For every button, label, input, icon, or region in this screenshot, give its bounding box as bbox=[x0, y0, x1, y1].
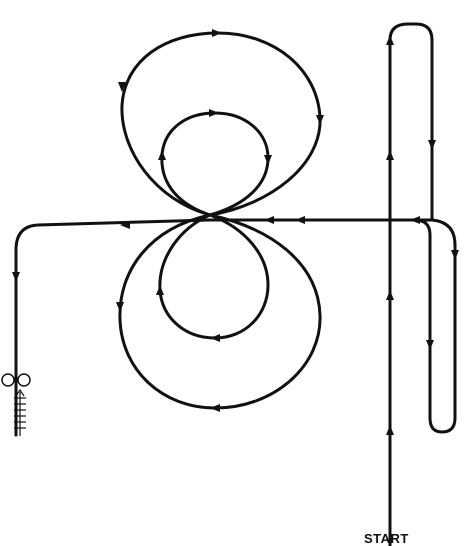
outer-upper-loop bbox=[120, 31, 322, 217]
arrow-marker bbox=[156, 285, 164, 295]
arrow-marker bbox=[295, 216, 305, 224]
arrow-marker bbox=[158, 150, 166, 160]
arrow-marker bbox=[428, 140, 436, 150]
arrow-marker bbox=[386, 290, 394, 300]
inner-lower-loop bbox=[158, 213, 270, 340]
start-label: START bbox=[364, 531, 409, 546]
arrow-marker bbox=[209, 109, 219, 117]
arrow-marker bbox=[264, 155, 272, 165]
arrow-marker bbox=[212, 29, 222, 37]
arrow-marker bbox=[426, 340, 434, 350]
arrow-marker bbox=[210, 334, 220, 342]
figure-eight-icon bbox=[1, 373, 31, 387]
tally-marks-icon bbox=[14, 388, 26, 436]
arrow-marker bbox=[386, 150, 394, 160]
arrow-marker bbox=[451, 250, 459, 260]
arrow-marker bbox=[12, 272, 20, 282]
arrow-marker bbox=[386, 425, 394, 435]
arrow-marker bbox=[410, 216, 420, 224]
arrow-marker bbox=[316, 115, 324, 125]
outer-lower-loop bbox=[118, 213, 322, 410]
arrow-marker bbox=[386, 35, 394, 45]
arrow-marker bbox=[210, 404, 220, 412]
arrow-marker bbox=[264, 216, 274, 224]
arrow-marker bbox=[116, 302, 124, 312]
arrow-marker bbox=[118, 82, 126, 92]
left-exit-lane bbox=[14, 218, 212, 437]
arrow-marker bbox=[120, 221, 130, 229]
right-tall-loop bbox=[388, 22, 457, 546]
